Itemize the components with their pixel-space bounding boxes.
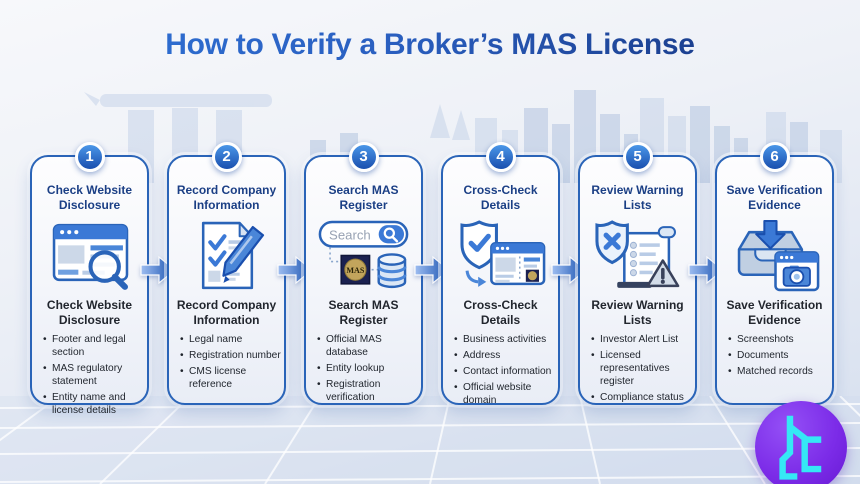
shield-check-browser-icon — [446, 217, 555, 297]
flow-arrow — [414, 155, 450, 405]
step-number-badge: 3 — [348, 142, 379, 172]
step-subtitle: Review Warning Lists — [591, 297, 684, 327]
bullet-item: Screenshots — [728, 333, 829, 346]
bullet-item: Footer and legal section — [43, 333, 144, 359]
bullet-item: Entity name and license details — [43, 391, 144, 417]
bullet-item: Registration number — [180, 349, 281, 362]
step-number-badge: 4 — [485, 142, 516, 172]
page-title: How to Verify a Broker’s MAS License — [0, 28, 860, 62]
step-subtitle: Search MAS Register — [328, 297, 399, 327]
step-bullets: Footer and legal section MAS regulatory … — [35, 333, 144, 417]
bullet-item: Matched records — [728, 365, 829, 378]
step-bullets: Business activities Address Contact info… — [446, 333, 555, 407]
shield-x-warning-icon — [583, 217, 692, 297]
step-title: Check Website Disclosure — [46, 183, 133, 213]
bullet-item: CMS license reference — [180, 365, 281, 391]
brand-logo — [755, 401, 847, 484]
bullet-item: MAS regulatory statement — [43, 362, 144, 388]
step-bullets: Screenshots Documents Matched records — [720, 333, 829, 378]
bullet-item: Contact information — [454, 365, 555, 378]
bullet-item: Official website domain — [454, 381, 555, 407]
step-title: Search MAS Register — [328, 183, 399, 213]
step-number-badge: 5 — [622, 142, 653, 172]
search-database-icon: Search MAS — [309, 217, 418, 297]
bullet-item: Registration verification — [317, 378, 418, 404]
browser-magnifier-icon — [35, 217, 144, 297]
flow-arrow — [551, 155, 587, 405]
step-subtitle: Cross-Check Details — [463, 297, 538, 327]
step-title: Record Company Information — [176, 183, 277, 213]
bullet-item: Documents — [728, 349, 829, 362]
step-subtitle: Record Company Information — [176, 297, 277, 327]
bullet-item: Legal name — [180, 333, 281, 346]
step-subtitle: Save Verification Evidence — [726, 297, 823, 327]
step-number-badge: 6 — [759, 142, 790, 172]
step-card-1: 1 Check Website Disclosure Check Website… — [30, 142, 149, 416]
bullet-item: Business activities — [454, 333, 555, 346]
bullet-item: Official MAS database — [317, 333, 418, 359]
step-card-3: 3 Search MAS Register Search MAS Search … — [304, 142, 423, 405]
bullet-item: Address — [454, 349, 555, 362]
flow-arrow — [277, 155, 313, 405]
bullet-item: Compliance status — [591, 391, 692, 404]
flow-arrow — [688, 155, 724, 405]
step-bullets: Official MAS database Entity lookup Regi… — [309, 333, 418, 404]
step-card-6: 6 Save Verification Evidence Save Verifi… — [715, 142, 834, 405]
mas-logo-text: MAS — [346, 266, 364, 275]
step-number-badge: 2 — [211, 142, 242, 172]
search-placeholder-text: Search — [329, 227, 371, 242]
steps-row: 1 Check Website Disclosure Check Website… — [30, 142, 834, 416]
bullet-item: Investor Alert List — [591, 333, 692, 346]
step-bullets: Investor Alert List Licensed representat… — [583, 333, 692, 404]
brand-logo-glyph — [779, 415, 822, 480]
step-title: Review Warning Lists — [591, 183, 684, 213]
step-card-5: 5 Review Warning Lists Re — [578, 142, 697, 405]
step-bullets: Legal name Registration number CMS licen… — [172, 333, 281, 391]
flow-arrow — [140, 155, 176, 405]
step-card-2: 2 Record Company Information Record Comp… — [167, 142, 286, 405]
archive-camera-icon — [720, 217, 829, 297]
step-subtitle: Check Website Disclosure — [46, 297, 133, 327]
step-title: Cross-Check Details — [463, 183, 538, 213]
step-card-4: 4 Cross-Check Details Cross-Check Detail… — [441, 142, 560, 407]
bullet-item: Licensed representatives register — [591, 349, 692, 388]
step-title: Save Verification Evidence — [726, 183, 823, 213]
step-number-badge: 1 — [74, 142, 105, 172]
bullet-item: Entity lookup — [317, 362, 418, 375]
document-pen-icon — [172, 217, 281, 297]
